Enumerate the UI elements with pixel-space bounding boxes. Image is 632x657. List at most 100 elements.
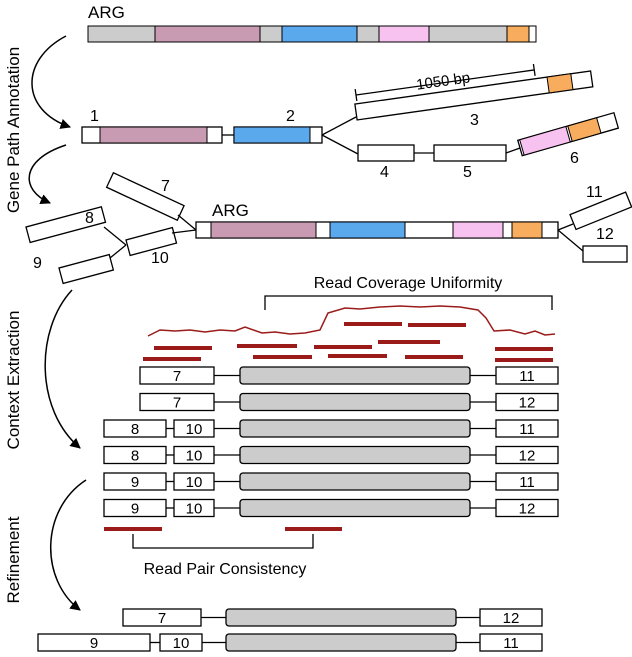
node-12 — [582, 245, 628, 263]
node-6 — [516, 111, 620, 157]
node-5 — [433, 144, 507, 162]
svg-text:9: 9 — [131, 474, 139, 491]
bp-bracket — [354, 63, 536, 102]
read-pair-label: Read Pair Consistency — [144, 561, 307, 578]
context-path-row: 9 10 11 — [103, 472, 559, 491]
refined-path-row: 7 12 — [122, 608, 543, 627]
read-coverage-bracket — [264, 295, 553, 310]
flow-arrow-1 — [31, 35, 71, 129]
context-path-row: 8 10 11 — [103, 419, 559, 438]
node-3 — [354, 70, 594, 121]
arg-box — [239, 392, 471, 412]
node-7 — [105, 171, 185, 222]
context-node-10: 10 — [159, 633, 203, 652]
context-node-9: 9 — [103, 498, 167, 518]
context-node-8: 8 — [103, 445, 167, 465]
refined-paths: 7 12 9 10 11 — [37, 608, 543, 652]
arg-gene-mid — [195, 221, 559, 239]
svg-text:10: 10 — [186, 421, 203, 438]
svg-text:7: 7 — [158, 610, 166, 627]
svg-text:8: 8 — [131, 421, 139, 438]
context-node-11: 11 — [495, 419, 559, 438]
context-path-row: 7 12 — [139, 392, 559, 412]
context-node-10: 10 — [173, 498, 215, 518]
node-label-12: 12 — [596, 226, 614, 243]
context-node-9: 9 — [37, 633, 151, 652]
node-label-6: 6 — [570, 150, 579, 167]
coverage-curve — [147, 305, 556, 337]
arg-box — [239, 366, 471, 385]
context-paths: 7 11 7 12 8 10 11 8 10 12 9 10 11 9 10 12 — [103, 366, 559, 518]
arg-box — [239, 472, 471, 491]
node-2 — [233, 126, 323, 144]
node-9 — [58, 253, 115, 285]
svg-text:11: 11 — [519, 368, 535, 385]
svg-text:11: 11 — [519, 421, 535, 438]
read-coverage-label: Read Coverage Uniformity — [314, 275, 503, 292]
context-node-7: 7 — [139, 366, 215, 385]
node-1 — [81, 126, 223, 144]
node-10 — [125, 226, 178, 257]
context-node-9: 9 — [103, 472, 167, 491]
context-node-11: 11 — [495, 472, 559, 491]
context-node-12: 12 — [495, 392, 559, 412]
svg-text:10: 10 — [186, 474, 203, 491]
svg-text:12: 12 — [519, 448, 536, 465]
section-title-gene-path-annotation: Gene Path Annotation — [4, 47, 23, 213]
svg-text:7: 7 — [173, 395, 181, 412]
svg-text:11: 11 — [503, 635, 519, 652]
svg-text:9: 9 — [90, 635, 98, 652]
arg-gene-top — [87, 25, 537, 43]
context-node-10: 10 — [173, 445, 215, 465]
arg-box — [239, 445, 471, 465]
context-path-row: 9 10 12 — [103, 498, 559, 518]
context-node-10: 10 — [173, 419, 215, 438]
context-path-row: 7 11 — [139, 366, 559, 385]
context-node-12: 12 — [495, 498, 559, 518]
context-node-11: 11 — [495, 366, 559, 385]
arg-box — [225, 633, 457, 652]
read-alignments — [143, 322, 553, 362]
svg-text:8: 8 — [131, 448, 139, 465]
svg-text:12: 12 — [519, 395, 536, 412]
svg-text:9: 9 — [131, 501, 139, 518]
node-label-4: 4 — [380, 164, 389, 181]
context-node-10: 10 — [173, 472, 215, 491]
node-label-2: 2 — [286, 108, 295, 125]
context-node-8: 8 — [103, 419, 167, 438]
arg-label-mid: ARG — [212, 201, 249, 220]
node-label-11: 11 — [586, 184, 603, 201]
arg-box — [225, 608, 457, 627]
svg-text:10: 10 — [186, 448, 203, 465]
node-label-10: 10 — [151, 250, 169, 267]
svg-text:12: 12 — [503, 610, 520, 627]
context-path-row: 8 10 12 — [103, 445, 559, 465]
flow-arrow-3 — [44, 289, 81, 449]
svg-text:10: 10 — [186, 501, 203, 518]
context-node-12: 12 — [479, 608, 543, 627]
arg-box — [239, 498, 471, 518]
svg-text:12: 12 — [519, 501, 536, 518]
refined-path-row: 9 10 11 — [37, 633, 543, 652]
read-pair-bracket — [132, 534, 314, 549]
context-node-7: 7 — [122, 608, 202, 627]
context-node-12: 12 — [495, 445, 559, 465]
arg-box — [239, 419, 471, 438]
context-node-11: 11 — [479, 633, 543, 652]
node-4 — [357, 144, 415, 162]
svg-text:7: 7 — [173, 368, 181, 385]
node-label-7: 7 — [161, 178, 170, 195]
node-label-1: 1 — [90, 108, 99, 125]
flow-arrow-4 — [50, 479, 87, 611]
node-label-5: 5 — [463, 164, 472, 181]
context-node-7: 7 — [139, 392, 215, 412]
arg-label-top: ARG — [88, 3, 125, 22]
node-8 — [25, 206, 107, 244]
section-title-refinement: Refinement — [4, 516, 23, 603]
section-title-context-extraction: Context Extraction — [4, 311, 23, 450]
node-label-3: 3 — [470, 112, 479, 129]
node-label-8: 8 — [85, 210, 94, 227]
node-label-9: 9 — [33, 255, 42, 272]
flow-arrow-2 — [28, 144, 67, 205]
